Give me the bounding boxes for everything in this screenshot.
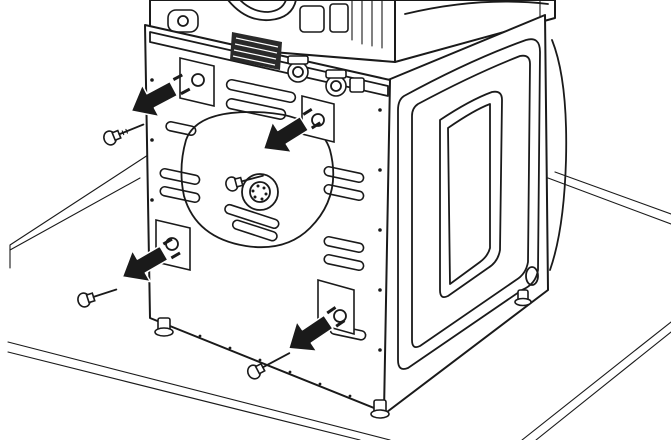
top-vent-slot [168,10,198,32]
upper-side-bulge [550,40,566,270]
shipping-bolt-3 [76,283,118,309]
upper-connector-box [300,6,324,32]
washer-side-panel [383,15,566,415]
shipping-bolt-1 [102,118,146,147]
